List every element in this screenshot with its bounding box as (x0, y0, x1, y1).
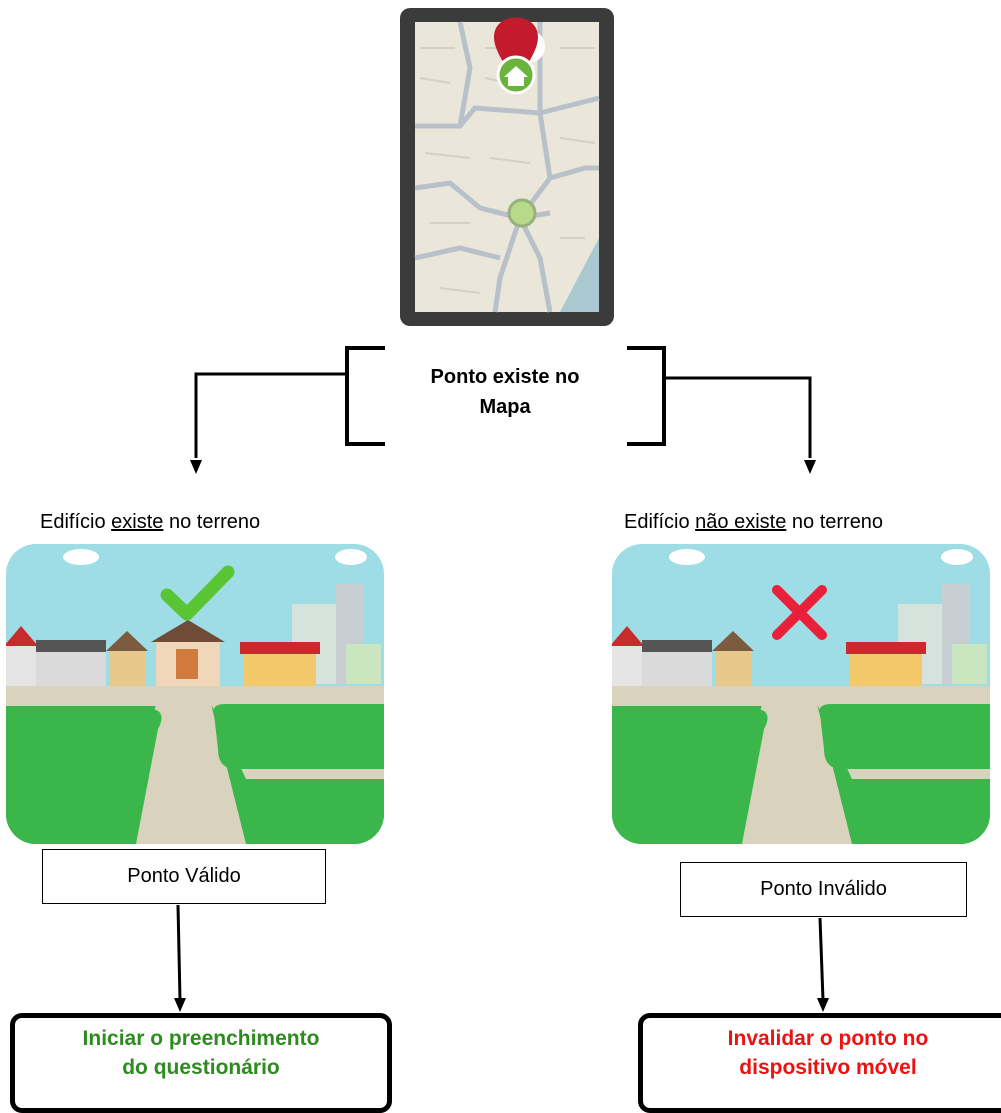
valid-point-box: Ponto Válido (42, 849, 326, 904)
right-caption: Edifício não existe no terreno (624, 511, 883, 534)
invalidate-point-line2: dispositivo móvel (739, 1056, 917, 1079)
map-point-label: Ponto existe no Mapa (360, 362, 650, 422)
scene-building-missing (612, 544, 990, 844)
right-caption-prefix: Edifício (624, 511, 696, 533)
invalidate-point-line1: Invalidar o ponto no (727, 1027, 929, 1050)
left-caption-suffix: no terreno (163, 511, 261, 533)
phone-map-illustration (400, 8, 614, 326)
invalid-point-box: Ponto Inválido (680, 862, 967, 917)
right-caption-emphasis: não existe (695, 511, 787, 533)
left-caption: Edifício existe no terreno (40, 511, 260, 534)
scene-building-exists (6, 544, 384, 844)
start-questionnaire-box: Iniciar o preenchimento do questionário (10, 1013, 392, 1113)
start-questionnaire-line2: do questionário (122, 1056, 280, 1079)
map-point-label-line2: Mapa (479, 396, 531, 418)
left-caption-emphasis: existe (111, 511, 164, 533)
left-caption-prefix: Edifício (40, 511, 112, 533)
right-caption-suffix: no terreno (786, 511, 884, 533)
invalidate-point-box: Invalidar o ponto no dispositivo móvel (638, 1013, 1001, 1113)
start-questionnaire-line1: Iniciar o preenchimento (82, 1027, 320, 1050)
map-point-label-line1: Ponto existe no (430, 366, 580, 388)
